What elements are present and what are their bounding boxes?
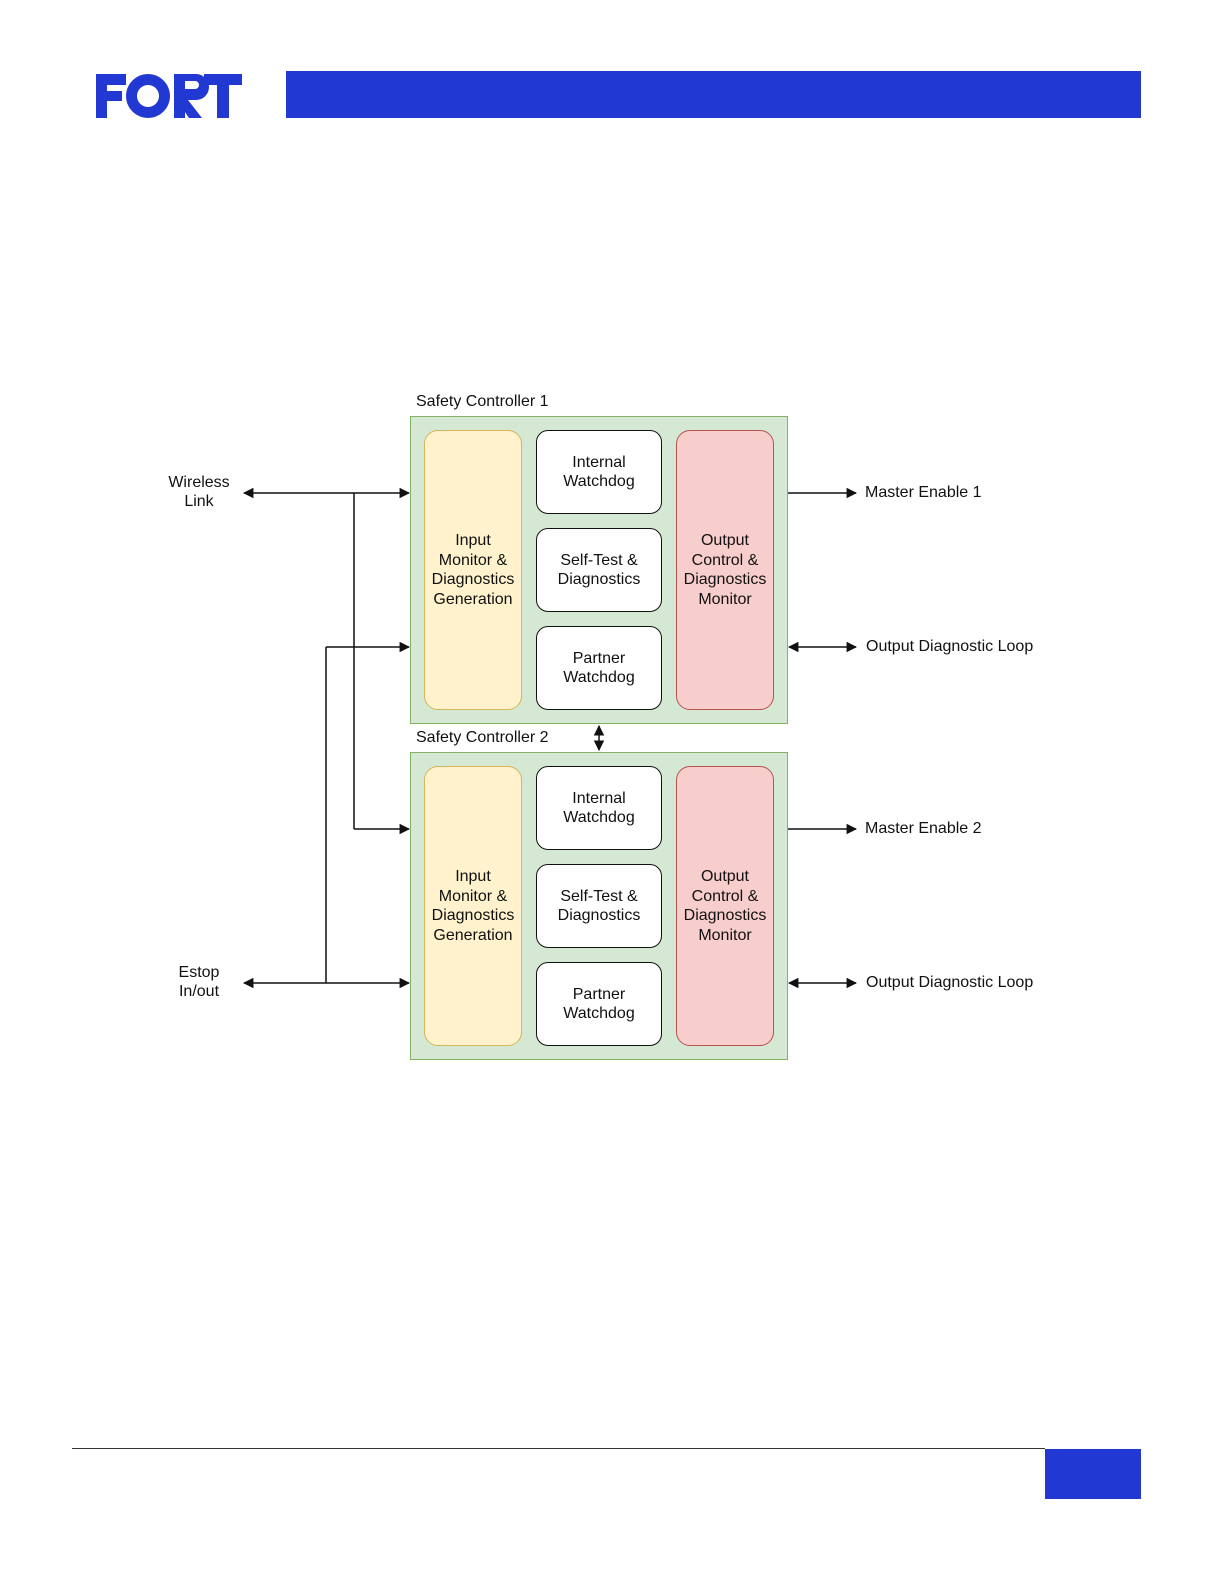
controller-1-title: Safety Controller 1 [416,393,549,410]
controller-2-title: Safety Controller 2 [416,729,549,746]
controller-2-input-block: Input Monitor & Diagnostics Generation [424,766,522,1046]
controller-2-output-label: Output Control & Diagnostics Monitor [683,868,767,944]
controller-1-output-label: Output Control & Diagnostics Monitor [683,532,767,608]
fort-logo [96,74,242,118]
wireless-link-label: Wireless Link [168,474,230,510]
controller-2-partner-watchdog: Partner Watchdog [536,962,662,1046]
controller-1-internal-watchdog: Internal Watchdog [536,430,662,514]
controller-1-internal-watchdog-label: Internal Watchdog [563,453,635,491]
controller-2-input-label: Input Monitor & Diagnostics Generation [431,868,515,944]
controller-2-self-test: Self-Test & Diagnostics [536,864,662,948]
controller-1-output-block: Output Control & Diagnostics Monitor [676,430,774,710]
controller-2-partner-watchdog-label: Partner Watchdog [563,985,635,1023]
controller-2-internal-watchdog: Internal Watchdog [536,766,662,850]
master-enable-1-label: Master Enable 1 [865,484,982,501]
output-diag-loop-1-label: Output Diagnostic Loop [866,638,1034,655]
header-bar [286,71,1141,118]
footer-rule [72,1448,1045,1449]
controller-1-self-test-label: Self-Test & Diagnostics [557,551,641,589]
estop-label: Estop In/out [178,964,220,1000]
output-diag-loop-2-label: Output Diagnostic Loop [866,974,1034,991]
controller-2-internal-watchdog-label: Internal Watchdog [563,789,635,827]
controller-1-partner-watchdog-label: Partner Watchdog [563,649,635,687]
controller-1-self-test: Self-Test & Diagnostics [536,528,662,612]
controller-1-input-label: Input Monitor & Diagnostics Generation [431,532,515,608]
controller-2-self-test-label: Self-Test & Diagnostics [557,887,641,925]
master-enable-2-label: Master Enable 2 [865,820,982,837]
controller-2-output-block: Output Control & Diagnostics Monitor [676,766,774,1046]
controller-1-partner-watchdog: Partner Watchdog [536,626,662,710]
controller-1-input-block: Input Monitor & Diagnostics Generation [424,430,522,710]
footer-block [1045,1449,1141,1499]
